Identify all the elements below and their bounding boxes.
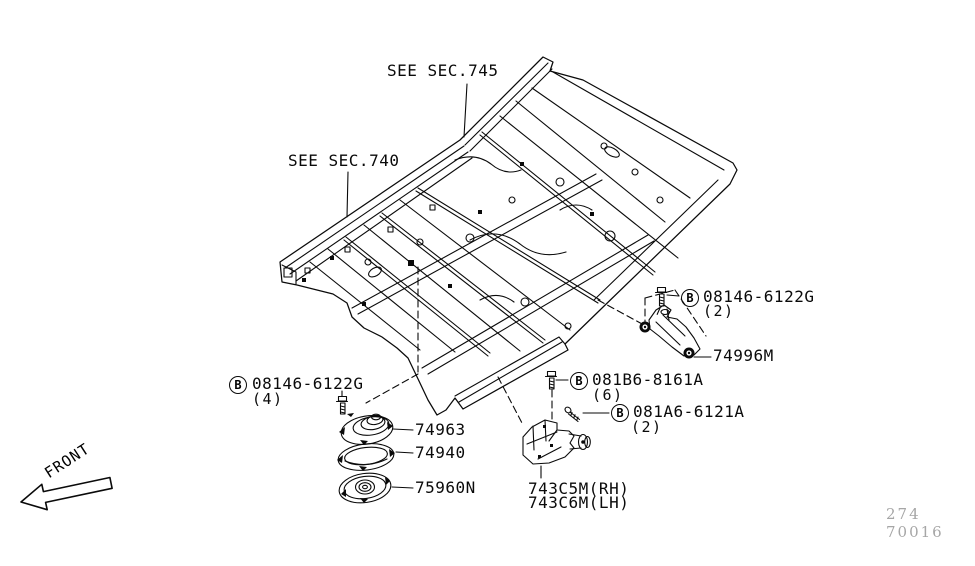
part-label-74940: 74940 <box>415 443 466 462</box>
part-label-75960N: 75960N <box>415 478 476 497</box>
b2-quantity: (6) <box>592 386 624 404</box>
b1-quantity: (2) <box>703 302 735 320</box>
part-label-743C5M-RH: 743C5M(RH) <box>528 479 630 498</box>
bolt-icon-b4 <box>335 395 349 415</box>
b3-marker-circle: B <box>611 404 629 422</box>
bolt-icon-b1 <box>654 286 668 307</box>
part-label-743C6M-LH: 743C6M(LH) <box>528 493 630 512</box>
see-sec-745-label: SEE SEC.745 <box>387 61 499 80</box>
b4-part-code: 08146-6122G <box>252 374 364 393</box>
b4-marker-circle: B <box>229 376 247 394</box>
dashed-leader-lines <box>365 266 707 424</box>
b3-quantity: (2) <box>631 418 663 436</box>
b2-part-code: 081B6-8161A <box>592 370 704 389</box>
bracket-743C5M-drawing <box>522 419 591 465</box>
part-label-74963: 74963 <box>415 420 466 439</box>
b2-marker-circle: B <box>570 372 588 390</box>
b1-marker-circle: B <box>681 289 699 307</box>
front-arrow-icon <box>20 476 113 511</box>
floor-panel-drawing <box>279 56 738 416</box>
solid-leader-lines <box>341 83 712 489</box>
b1-part-code: 08146-6122G <box>703 287 815 306</box>
drawing-number-watermark: 274 70016 <box>886 505 944 541</box>
see-sec-740-label: SEE SEC.740 <box>288 151 400 170</box>
bolt-icon-b2 <box>544 370 558 390</box>
screw-icon-b3 <box>564 406 581 423</box>
b3-part-code: 081A6-6121A <box>633 402 745 421</box>
parts-stack-drawing <box>337 413 395 504</box>
bracket-74996M-drawing <box>639 304 701 359</box>
b4-quantity: (4) <box>252 390 284 408</box>
part-label-74996M: 74996M <box>713 346 774 365</box>
